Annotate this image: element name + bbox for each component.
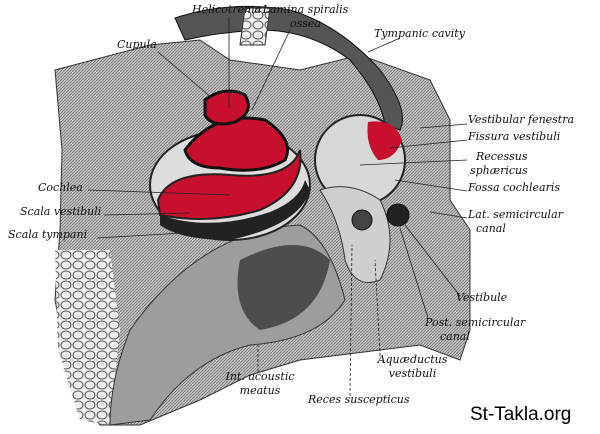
petrous-cells (55, 250, 120, 425)
label-fissura-vestibuli: Fissura vestibuli (468, 130, 561, 143)
label-vestibule: Vestibule (456, 291, 508, 304)
label-lat-semicircular: Lat. semicircular (468, 208, 563, 221)
label-reces-suscepticus: Reces suscepticus (308, 393, 410, 406)
cupula-turn (203, 89, 250, 126)
meatus-shadow (237, 245, 330, 330)
label-aquaeductus-vestibuli: vestibuli (388, 367, 437, 380)
leader-lines (87, 17, 468, 397)
label-lamina-ossea: ossea (290, 17, 321, 30)
watermark: St-Takla.org (470, 404, 572, 425)
label-scala-tympani: Scala tympani (8, 228, 88, 241)
label-post-canal: canal (440, 330, 470, 343)
label-lamina-spiralis: Lamina spiralis (262, 3, 349, 16)
label-vestibular-fenestra: Vestibular fenestra (468, 113, 575, 126)
label-sphaericus: sphæricus (470, 164, 528, 177)
label-tympanic-cavity: Tympanic cavity (374, 27, 465, 40)
label-fossa-cochlearis: Fossa cochlearis (468, 181, 561, 194)
label-lat-canal: canal (476, 222, 506, 235)
scala-vestibuli-dark (160, 180, 310, 240)
label-cochlea: Cochlea (38, 181, 83, 194)
recessus-red (367, 121, 402, 160)
label-recessus: Recessus (476, 150, 528, 163)
label-helicotrema: Helicotrema (192, 3, 262, 16)
label-post-semicircular: Post. semicircular (425, 316, 526, 329)
label-scala-vestibuli: Scala vestibuli (20, 205, 102, 218)
label-aquaeductus: Aquæductus (377, 353, 448, 366)
label-meatus: meatus (239, 384, 281, 397)
label-int-acoustic: Int. acoustic (225, 370, 295, 383)
label-cupula: Cupula (117, 38, 157, 51)
scala-tympani-red (156, 149, 302, 220)
